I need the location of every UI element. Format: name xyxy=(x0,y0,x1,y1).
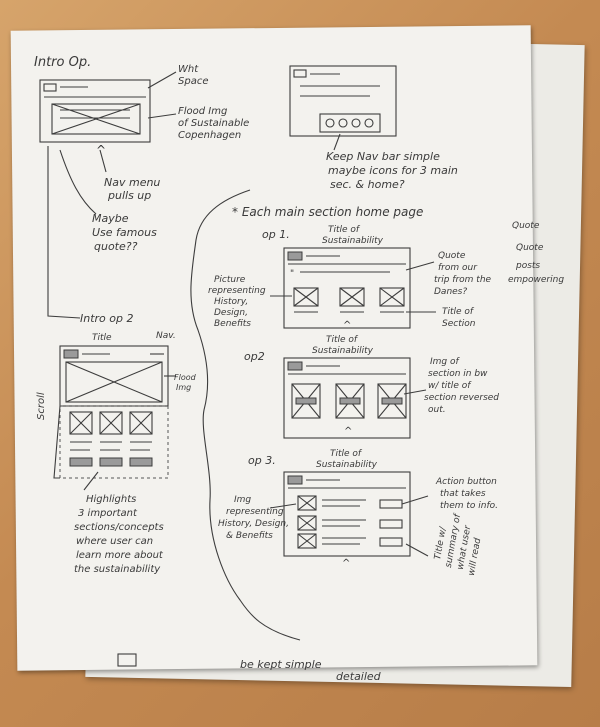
action-note-line3: them to info. xyxy=(440,501,498,511)
op3-label: op 3. xyxy=(248,454,276,467)
svg-text:^: ^ xyxy=(342,558,350,569)
op3-title-note-line1: Title of xyxy=(330,449,363,459)
maybe-note-line3: quote?? xyxy=(94,240,138,253)
op3-wireframe: ^ xyxy=(283,471,411,569)
back-wireframe-fragment xyxy=(117,653,137,667)
flood-small-line1: Flood xyxy=(174,373,197,382)
wht-space-note-line1: Wht xyxy=(178,64,199,75)
title-summary-note: Title w/ summary of what user will read xyxy=(433,512,483,577)
op2-title-note-line1: Title of xyxy=(326,335,359,345)
flood-img-note-line2: of Sustainable xyxy=(178,118,249,129)
nav-menu-note-line2: pulls up xyxy=(107,189,151,202)
action-note-line2: that takes xyxy=(440,489,486,499)
highlights-note-line2: 3 important xyxy=(78,508,138,519)
intro-op2-wireframe xyxy=(53,345,169,479)
picture-note-line5: Benefits xyxy=(214,319,251,329)
op1-title-note-line1: Title of xyxy=(328,225,361,235)
edge-note-4: empowering xyxy=(508,275,564,285)
img-section-note-line3: w/ title of xyxy=(428,381,472,391)
each-main-section-heading: * Each main section home page xyxy=(232,205,423,219)
svg-text:^: ^ xyxy=(343,320,351,331)
img-section-note-line2: section in bw xyxy=(428,369,488,379)
keep-nav-note-line1: Keep Nav bar simple xyxy=(326,150,440,163)
picture-note-line2: representing xyxy=(208,286,266,296)
op3-title-note-line2: Sustainability xyxy=(316,460,378,470)
op2-wireframe: ^ xyxy=(283,357,411,439)
svg-text:^: ^ xyxy=(344,426,352,437)
keep-nav-note-line2: maybe icons for 3 main xyxy=(328,164,458,177)
intro-op1-heading: Intro Op. xyxy=(34,55,91,70)
bottom-note-2: detailed xyxy=(336,670,382,683)
op1-label: op 1. xyxy=(262,228,290,241)
picture-note-line3: History, xyxy=(214,297,248,307)
flood-img-note-line1: Flood Img xyxy=(178,106,227,117)
keep-nav-note-line3: sec. & home? xyxy=(330,178,405,191)
scroll-label: Scroll xyxy=(36,392,47,420)
title-section-note-line1: Title of xyxy=(442,307,475,317)
img-section-note-line1: Img of xyxy=(430,357,461,367)
op1-title-note-line2: Sustainability xyxy=(322,236,384,246)
wht-space-note-line2: Space xyxy=(178,76,208,87)
action-note-line1: Action button xyxy=(435,477,497,487)
nav-simple-wireframe xyxy=(289,65,397,137)
up-caret-icon: ^ xyxy=(96,143,106,157)
quote-note-line4: Danes? xyxy=(434,287,467,297)
flood-small-line2: Img xyxy=(176,383,191,392)
highlights-note-line1: Highlights xyxy=(86,494,136,505)
maybe-note-line2: Use famous xyxy=(92,226,157,239)
nav-menu-note-line1: Nav menu xyxy=(104,176,160,189)
img-rep-note-line1: Img xyxy=(234,495,251,505)
img-rep-note-line2: representing xyxy=(226,507,284,517)
edge-note-2: Quote xyxy=(516,243,544,253)
picture-note-line4: Design, xyxy=(214,308,248,318)
back-sheet-edge-notes: Quote Quote posts empowering be kept sim… xyxy=(117,221,564,683)
highlights-note-line4: where user can xyxy=(76,536,153,547)
intro-op2-heading: Intro op 2 xyxy=(80,312,134,325)
intro-op2-title-label: Title xyxy=(92,333,112,343)
highlights-note-line6: the sustainability xyxy=(74,564,161,575)
picture-note-line1: Picture xyxy=(214,275,246,285)
svg-text:": " xyxy=(290,269,294,279)
quote-note-line3: trip from the xyxy=(434,275,492,285)
title-section-note-line2: Section xyxy=(442,319,476,329)
maybe-arrow xyxy=(59,149,97,215)
edge-note-1: Quote xyxy=(512,221,540,231)
highlights-note-line5: learn more about xyxy=(76,550,164,561)
highlights-note-line3: sections/concepts xyxy=(74,522,164,533)
op1-wireframe: " ^ xyxy=(283,247,411,331)
img-section-note-line4: section reversed xyxy=(424,393,499,403)
quote-note-line1: Quote xyxy=(438,251,466,261)
bottom-note-1: be kept simple xyxy=(240,658,322,671)
op2-label: op2 xyxy=(244,350,265,363)
flood-img-note-line3: Copenhagen xyxy=(178,130,241,141)
op2-title-note-line2: Sustainability xyxy=(312,346,374,356)
maybe-note-line1: Maybe xyxy=(92,212,129,225)
intro-op2-nav-label: Nav. xyxy=(156,331,176,341)
edge-note-3: posts xyxy=(515,261,540,271)
quote-note-line2: from our xyxy=(438,263,478,273)
intro-link-arrow xyxy=(47,146,81,319)
intro-op1-wireframe xyxy=(39,79,151,143)
img-rep-note-line3: History, Design, xyxy=(218,519,289,529)
img-rep-note-line4: & Benefits xyxy=(226,531,273,541)
section-divider-line xyxy=(190,189,301,641)
img-section-note-line5: out. xyxy=(428,405,446,415)
